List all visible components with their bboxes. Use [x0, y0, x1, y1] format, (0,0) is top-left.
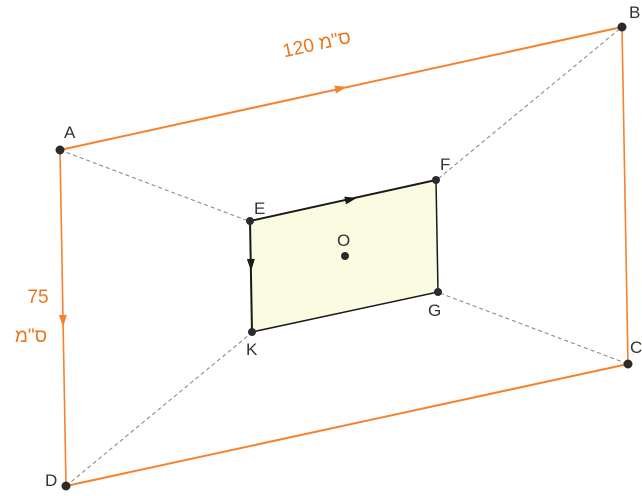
point-k [248, 328, 256, 336]
label-d: D [45, 471, 57, 490]
label-a: A [64, 123, 76, 142]
point-e [246, 217, 254, 225]
arrow-on-e-k [246, 258, 255, 271]
edge-e-f [249, 179, 437, 222]
label-b: B [629, 3, 640, 22]
point-g [434, 288, 442, 296]
edge-f-g [435, 179, 439, 293]
point-a [55, 145, 65, 155]
point-o [341, 252, 349, 260]
label-f: F [440, 155, 450, 174]
measure-top-edge: 120 ס"מ [281, 27, 353, 62]
point-f [432, 176, 440, 184]
point-d [61, 481, 71, 491]
inner-edges [249, 179, 439, 333]
edge-g-k [251, 291, 439, 333]
point-b [617, 22, 627, 32]
measure-left-unit: ס"מ [15, 326, 47, 347]
points [55, 22, 633, 491]
arrow-on-a-b [334, 85, 347, 94]
point-c [623, 359, 633, 369]
label-o: O [337, 231, 350, 250]
measure-left-value: 75 [27, 287, 48, 308]
point-labels: A B C D E F G K O [45, 3, 642, 490]
edge-c-d [65, 363, 629, 487]
arrow-on-e-f [344, 196, 357, 205]
edge-b-c [621, 26, 629, 365]
label-k: K [246, 340, 258, 359]
label-g: G [428, 301, 441, 320]
direction-arrows [58, 85, 357, 327]
label-e: E [254, 199, 265, 218]
arrow-on-a-d [58, 314, 67, 327]
edge-k-e [249, 220, 253, 333]
label-c: C [630, 338, 642, 357]
